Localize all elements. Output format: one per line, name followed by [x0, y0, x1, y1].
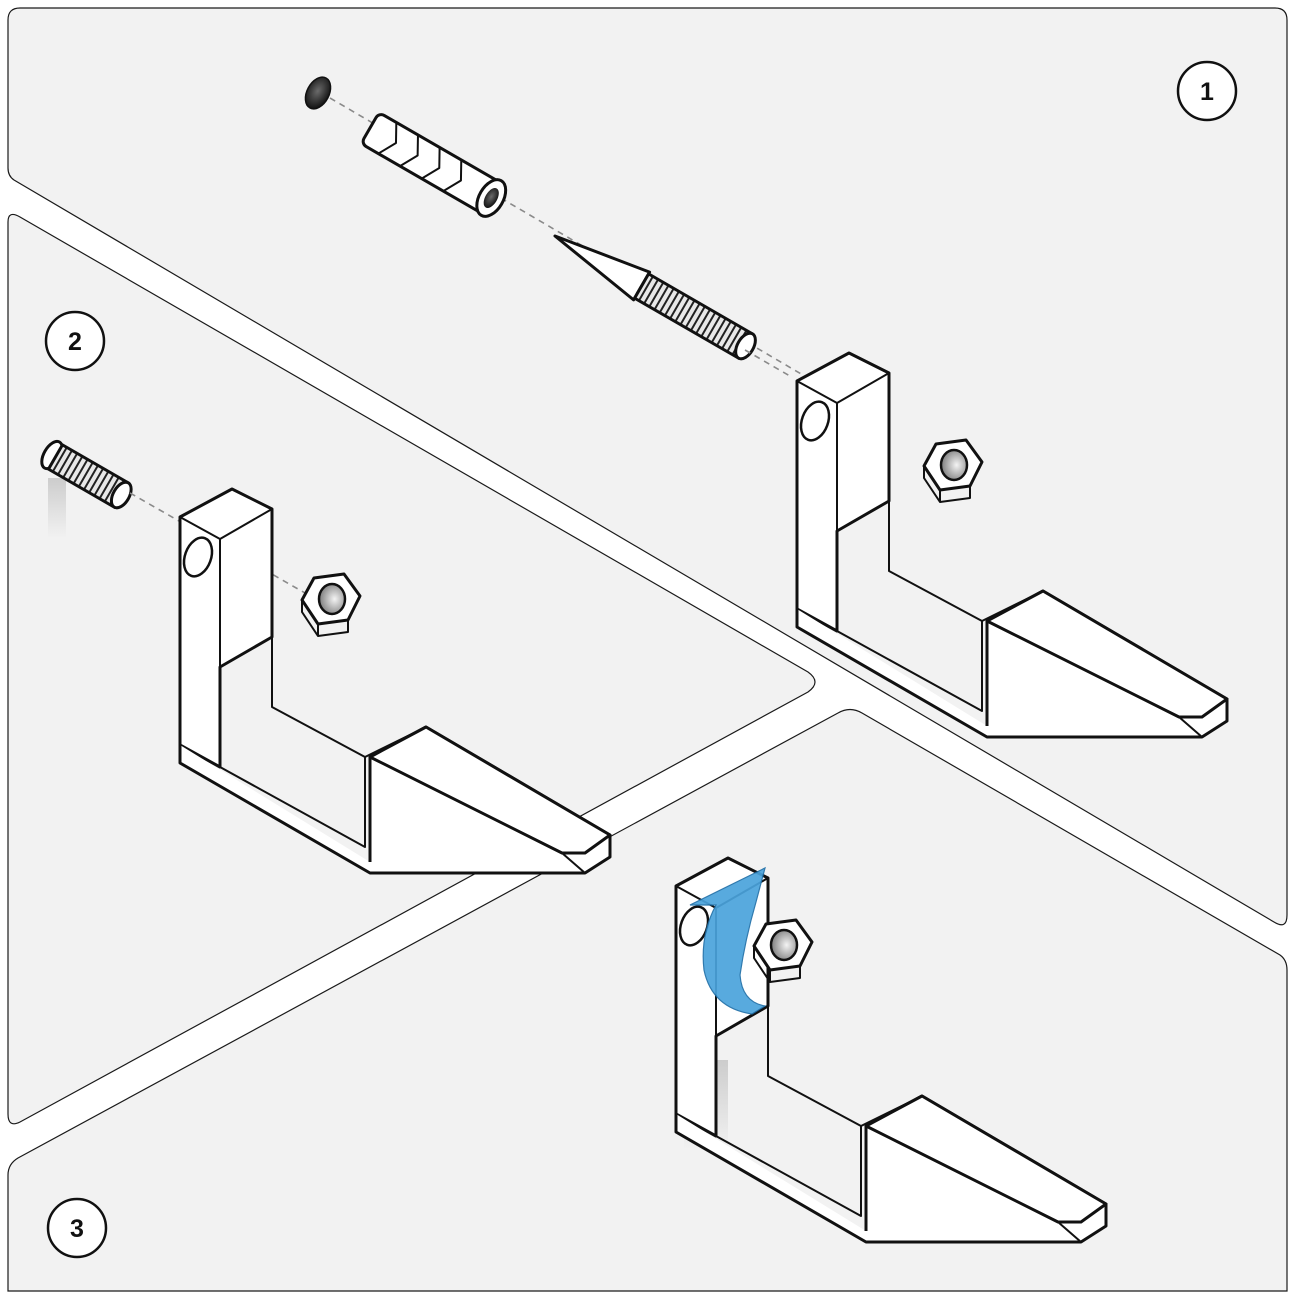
step-3-illustration: 3 [46, 856, 1108, 1259]
bolt-step-2 [40, 439, 133, 510]
step-number-3: 3 [70, 1215, 84, 1243]
step-number-2: 2 [68, 328, 82, 356]
wall-hole [304, 76, 332, 110]
step-badge-1: 1 [1176, 60, 1238, 122]
step-badge-2: 2 [44, 310, 106, 372]
panel-step-1 [7, 7, 1288, 926]
wall-plug [361, 113, 508, 218]
step-number-1: 1 [1200, 78, 1214, 106]
panel-step-2 [7, 213, 816, 1125]
step-2-illustration: 2 [40, 310, 612, 875]
step-badge-3: 3 [46, 1197, 108, 1259]
rotate-arrow-icon [689, 866, 767, 1015]
step-1-illustration: 1 [304, 60, 1238, 739]
